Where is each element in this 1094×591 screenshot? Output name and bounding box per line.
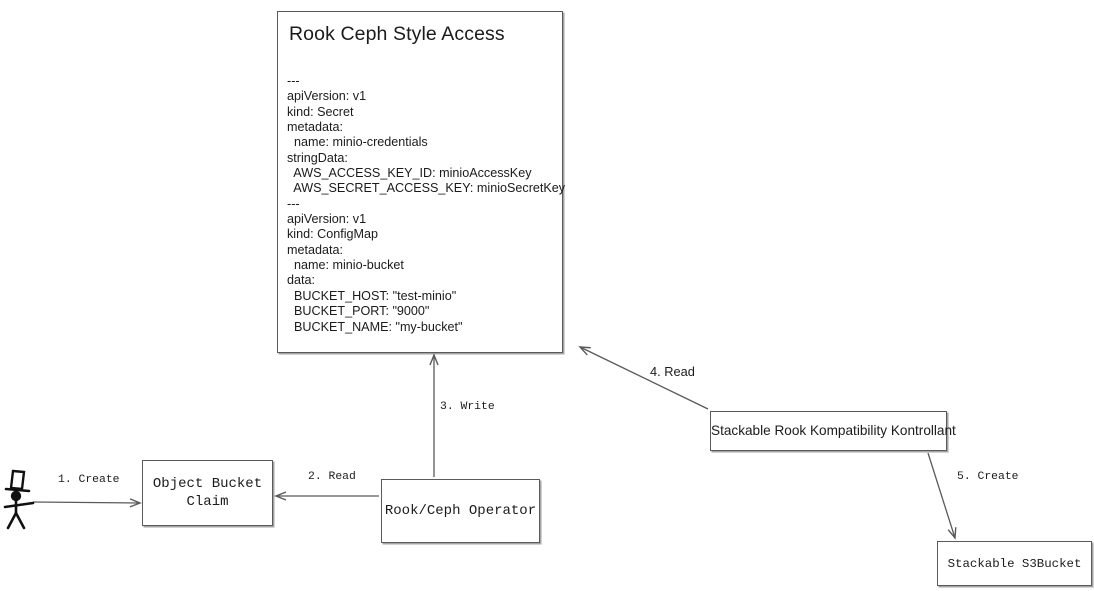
stick-figure-actor-icon <box>3 469 35 530</box>
edge-label-2-read: 2. Read <box>308 471 356 483</box>
node-stackable-s3bucket: Stackable S3Bucket <box>937 541 1092 586</box>
edge-label-1-create: 1. Create <box>58 474 120 486</box>
yaml-manifest-text: --- apiVersion: v1 kind: Secret metadata… <box>287 74 566 334</box>
rook-ceph-style-access-card: Rook Ceph Style Access --- apiVersion: v… <box>277 11 566 353</box>
node-label: Stackable S3Bucket <box>947 556 1082 571</box>
edge-label-4-read: 4. Read <box>650 364 695 379</box>
edge-label-5-create: 5. Create <box>957 471 1019 483</box>
node-label: Rook/Ceph Operator <box>384 503 537 519</box>
node-label: Stackable Rook Kompatibility Kontrollant <box>711 423 956 438</box>
node-label: Object Bucket Claim <box>152 476 263 510</box>
node-rook-ceph-operator: Rook/Ceph Operator <box>381 479 540 543</box>
edge-1-create <box>32 498 142 508</box>
edge-5-create <box>927 452 957 540</box>
node-object-bucket-claim: Object Bucket Claim <box>142 460 273 526</box>
edge-label-3-write: 3. Write <box>440 401 495 413</box>
node-stackable-rook-kompatibility-kontrollant: Stackable Rook Kompatibility Kontrollant <box>710 411 956 451</box>
edge-4-read <box>578 346 709 410</box>
card-title: Rook Ceph Style Access <box>289 23 505 45</box>
